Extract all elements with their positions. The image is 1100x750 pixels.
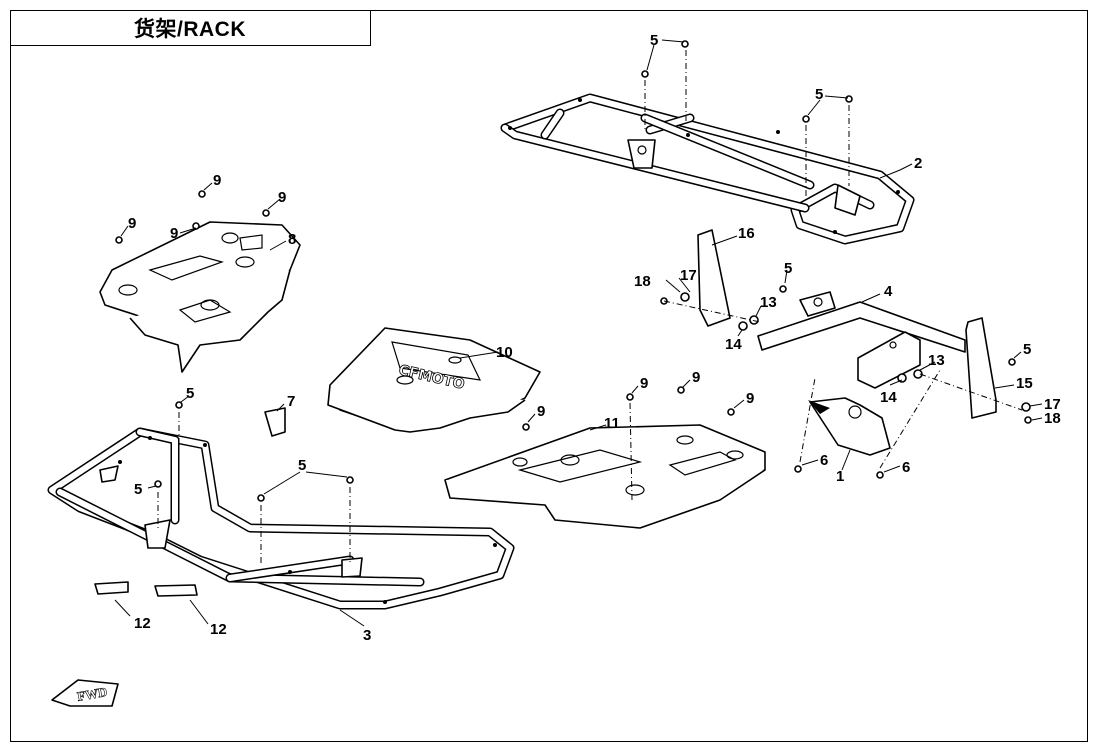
side-plate-part-15 — [965, 317, 997, 419]
callout-18: 18 — [634, 273, 651, 290]
callout-9: 9 — [640, 375, 648, 392]
callout-6: 6 — [902, 459, 910, 476]
callout-5: 5 — [298, 457, 306, 474]
callout-5: 5 — [134, 481, 142, 498]
callout-5: 5 — [650, 32, 658, 49]
fasteners — [115, 40, 1032, 502]
callout-13: 13 — [760, 294, 777, 311]
callout-14: 14 — [880, 389, 897, 406]
fwd-arrow: FWD — [51, 679, 119, 707]
callout-12: 12 — [210, 621, 227, 638]
small-bracket-part-7 — [264, 407, 286, 437]
callout-15: 15 — [1016, 375, 1033, 392]
side-plate-part-16 — [697, 229, 731, 327]
callout-10: 10 — [496, 344, 513, 361]
decal-right-part-12 — [154, 584, 198, 597]
callout-9: 9 — [537, 403, 545, 420]
decals-part-12 — [94, 581, 198, 597]
callout-labels: 5 5 2 9 9 9 9 8 5 5 5 7 10 9 9 9 9 11 12… — [128, 32, 1061, 644]
diagram-title: 货架/RACK — [134, 17, 246, 41]
callout-18: 18 — [1044, 410, 1061, 427]
callout-5: 5 — [815, 86, 823, 103]
rear-rack-cover-part-11 — [444, 424, 766, 529]
callout-14: 14 — [725, 336, 742, 353]
leader-lines — [114, 39, 1043, 627]
callout-9: 9 — [278, 189, 286, 206]
assembly-lines — [157, 50, 1023, 565]
callout-13: 13 — [928, 352, 945, 369]
bracket-part-4 — [757, 291, 966, 389]
callout-2: 2 — [914, 155, 922, 172]
callout-9: 9 — [128, 215, 136, 232]
front-rack-cover-part-8 — [99, 221, 301, 373]
callout-5: 5 — [186, 385, 194, 402]
callout-17: 17 — [1044, 396, 1061, 413]
callout-7: 7 — [287, 393, 295, 410]
callout-11: 11 — [604, 415, 620, 432]
callout-1: 1 — [836, 468, 844, 485]
callout-17: 17 — [680, 267, 697, 284]
callout-9: 9 — [213, 172, 221, 189]
callout-6: 6 — [820, 452, 828, 469]
title-box: 货架/RACK — [10, 10, 371, 46]
callout-12: 12 — [134, 615, 151, 632]
fwd-label: FWD — [76, 684, 108, 704]
decal-left-part-12 — [94, 581, 129, 595]
callout-8: 8 — [288, 231, 296, 248]
callout-9: 9 — [692, 369, 700, 386]
callout-16: 16 — [738, 225, 755, 242]
callout-9: 9 — [170, 225, 178, 242]
callout-5: 5 — [1023, 341, 1031, 358]
front-rack-frame-part-3 — [47, 427, 515, 610]
callout-9: 9 — [746, 390, 754, 407]
rear-rack-frame-part-2 — [500, 93, 915, 245]
callout-5: 5 — [784, 260, 792, 277]
bracket-plate-part-1 — [808, 397, 891, 456]
callout-4: 4 — [884, 283, 893, 300]
callout-3: 3 — [363, 627, 371, 644]
